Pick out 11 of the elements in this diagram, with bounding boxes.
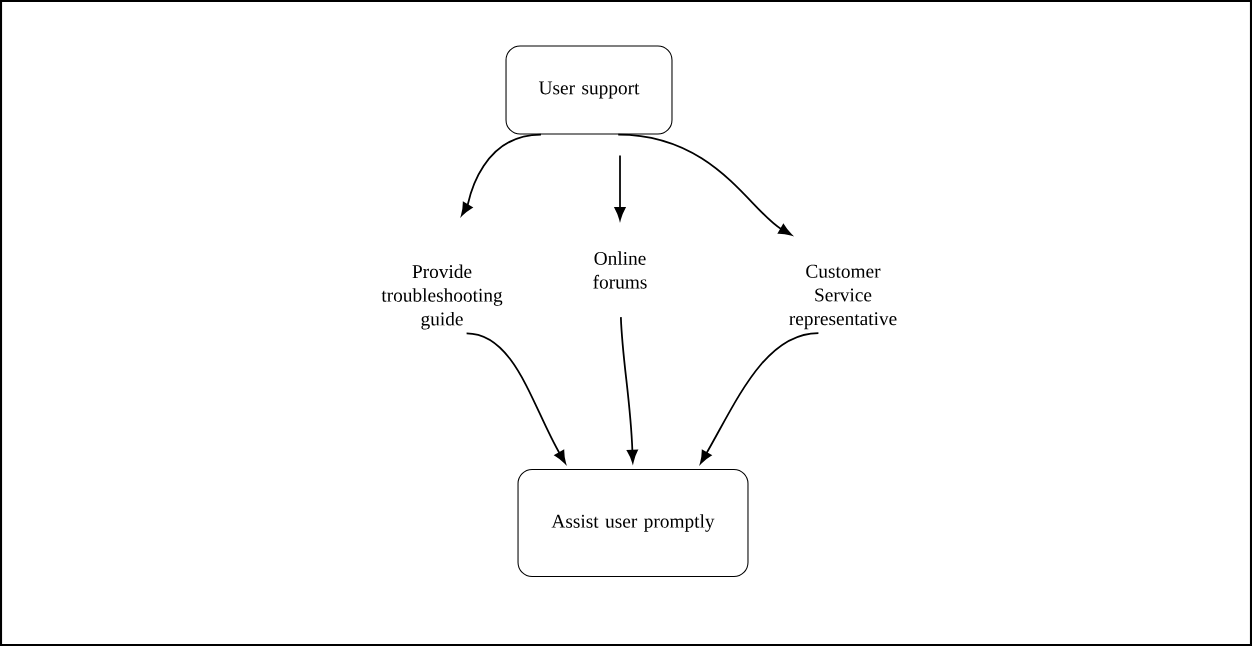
arrow (461, 133, 542, 216)
process-box: Assist user promptly (517, 469, 749, 577)
arrow (620, 316, 638, 463)
arrow (617, 133, 792, 236)
arrow (465, 332, 566, 464)
arrow (700, 332, 820, 464)
step-label: Customer Service representative (789, 264, 897, 330)
step-label: Provide troubleshooting guide (381, 264, 503, 330)
step-label: Online forums (593, 251, 647, 289)
process-box: User support (505, 45, 673, 135)
arrow (614, 154, 626, 221)
